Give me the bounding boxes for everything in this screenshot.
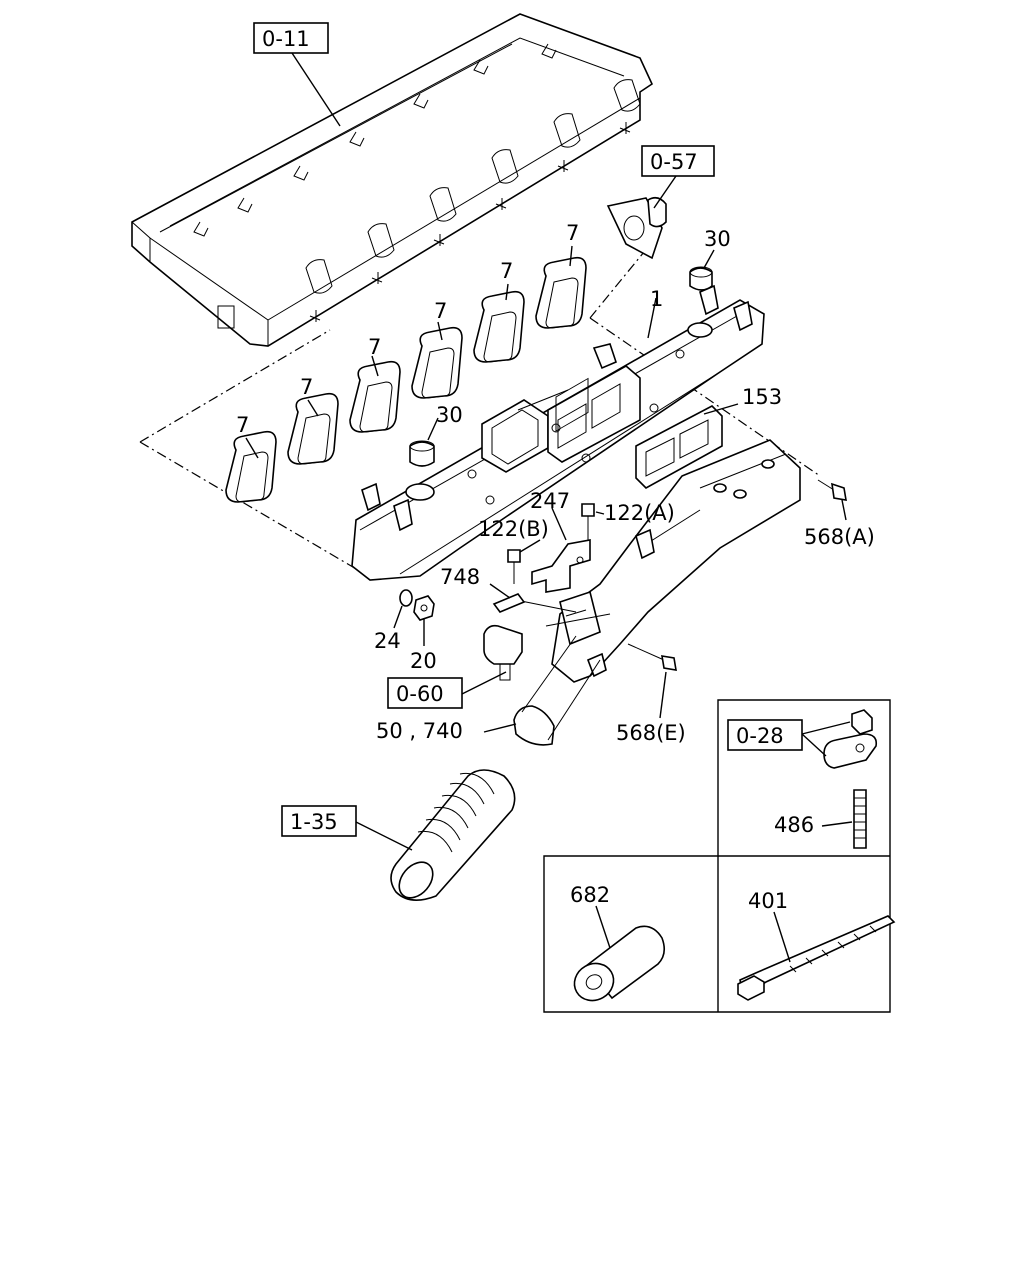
ref-box-clip-label: 0-28 <box>736 724 784 748</box>
cable-tie-icon <box>737 915 896 1001</box>
ref-box-head-label: 0-11 <box>262 27 310 51</box>
gasket-plate-icon <box>635 405 723 489</box>
exhaust-pipe-icon <box>513 439 801 746</box>
hose-icon <box>390 769 516 901</box>
sensor-icon <box>483 593 526 681</box>
callout-tie-401: 401 <box>748 889 788 913</box>
ref-box-egr-label: 0-57 <box>650 150 698 174</box>
ref-box-sensor-label: 0-60 <box>396 682 444 706</box>
callout-gasket-4: 7 <box>434 299 447 323</box>
callout-gasket-6: 7 <box>566 221 579 245</box>
bolt-icon <box>627 643 677 671</box>
stud-icon <box>853 789 867 849</box>
ref-box-sensor[interactable]: 0-60 <box>387 677 463 709</box>
callout-bracket: 247 <box>530 489 570 513</box>
exhaust-manifold-icon <box>351 284 765 581</box>
callout-pipe: 50 , 740 <box>376 719 463 743</box>
inset-panels <box>543 699 891 1013</box>
callout-gasket-plate: 153 <box>742 385 782 409</box>
ref-box-clip[interactable]: 0-28 <box>727 719 803 751</box>
callout-gasket-5: 7 <box>500 259 513 283</box>
callout-bolt-568e: 568(E) <box>616 721 686 745</box>
clip-icon <box>823 709 878 769</box>
callout-gasket-3: 7 <box>368 335 381 359</box>
callout-washer-24: 24 <box>374 629 401 653</box>
ref-box-hose[interactable]: 1-35 <box>281 805 357 837</box>
callout-cap-top: 30 <box>704 227 731 251</box>
bolt-icon <box>507 503 595 584</box>
ref-box-head[interactable]: 0-11 <box>253 22 329 54</box>
callout-gasket-1: 7 <box>236 413 249 437</box>
bolt-icon <box>817 479 847 501</box>
sleeve-icon <box>573 925 666 1002</box>
egr-flange-icon <box>606 196 667 260</box>
bracket-icon <box>531 539 591 593</box>
callout-manifold: 1 <box>650 287 663 311</box>
cap-icon <box>409 266 713 467</box>
callout-gasket-2: 7 <box>300 375 313 399</box>
callout-cap-mid: 30 <box>436 403 463 427</box>
callout-stud-486: 486 <box>774 813 814 837</box>
callout-nut-20: 20 <box>410 649 437 673</box>
nut-icon <box>399 589 435 621</box>
ref-box-egr[interactable]: 0-57 <box>641 145 715 177</box>
ref-box-hose-label: 1-35 <box>290 810 338 834</box>
callout-bolt-568a: 568(A) <box>804 525 875 549</box>
callout-bolt-122a: 122(A) <box>604 501 675 525</box>
cylinder-head-icon <box>131 13 654 347</box>
callout-sleeve-682: 682 <box>570 883 610 907</box>
gasket-icon <box>225 256 587 503</box>
callout-bolt-122b: 122(B) <box>478 517 549 541</box>
callout-plate-748: 748 <box>440 565 480 589</box>
